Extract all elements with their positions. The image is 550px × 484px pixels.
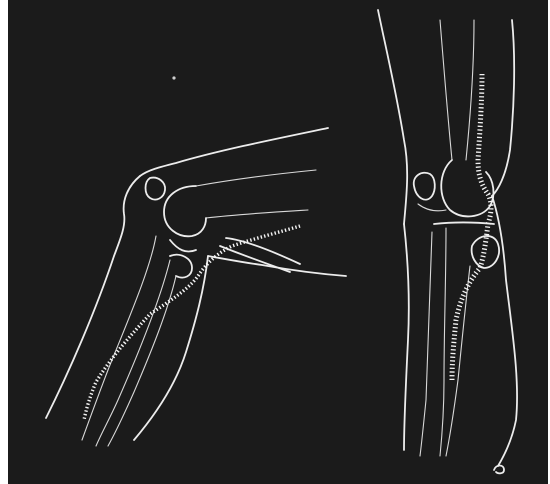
tibia-shaft — [82, 236, 156, 440]
tibia-anterior-line — [446, 266, 470, 456]
thigh-upper-contour — [140, 128, 328, 176]
surgical-incision-flexed — [84, 226, 300, 420]
fibula-head — [170, 255, 192, 278]
knee-flexed-lateral-drawing — [46, 76, 346, 446]
tibial-plateau — [170, 240, 196, 252]
tibia-posterior-line — [440, 228, 446, 456]
femoral-condyle — [164, 186, 206, 236]
fibula-shaft-extended — [420, 232, 432, 456]
fibula-shaft — [108, 276, 176, 446]
knee-extended-lateral-drawing — [378, 10, 517, 473]
calf-posterior-contour — [134, 256, 208, 440]
femur-posterior-line — [440, 20, 452, 160]
shin-anterior-contour — [492, 196, 517, 466]
thigh-lower-contour — [208, 256, 346, 276]
tibial-plateau-extended — [434, 223, 494, 225]
popliteal-line — [418, 204, 446, 211]
foot-marker — [494, 466, 504, 474]
artifact-dot — [172, 76, 175, 79]
patella — [146, 178, 166, 200]
hamstring-tendon-2 — [220, 246, 290, 272]
thigh-anterior-contour — [492, 20, 514, 196]
thigh-posterior-contour — [378, 10, 407, 224]
hamstring-tendon-1 — [226, 238, 300, 264]
tibia-inner-line — [96, 260, 170, 446]
patella-extended — [472, 236, 499, 268]
femur-shaft-upper — [196, 170, 316, 186]
femur-anterior-line — [466, 20, 474, 160]
posterior-ossicle — [414, 173, 435, 200]
surgical-incision-extended — [452, 74, 491, 380]
femur-shaft-lower — [206, 210, 308, 218]
calf-posterior-contour — [404, 224, 409, 450]
